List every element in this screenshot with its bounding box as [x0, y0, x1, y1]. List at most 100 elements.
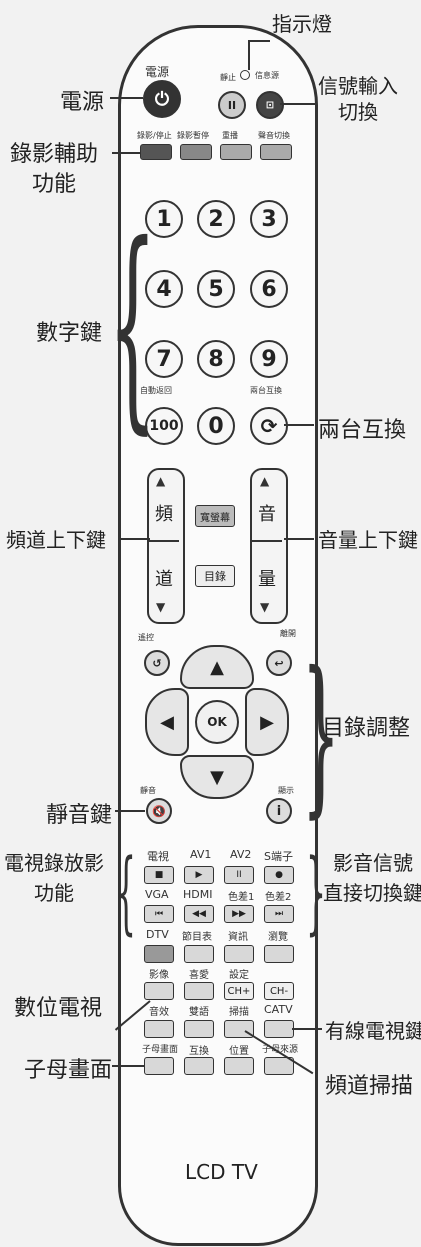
audio-switch-button[interactable] [260, 144, 292, 160]
picture-button[interactable] [144, 982, 174, 1000]
epg-button[interactable] [184, 945, 214, 963]
num-7-button[interactable]: 7 [145, 340, 183, 378]
sound-effect-label: 音效 [149, 1007, 169, 1018]
catv-label: CATV [264, 1003, 293, 1016]
volume-char-2: 量 [258, 569, 276, 590]
callout-volume-updown: 音量上下鍵 [318, 528, 418, 552]
setup-label: 設定 [229, 970, 249, 981]
volume-rocker[interactable] [250, 468, 288, 624]
back-button[interactable]: ↺ [144, 650, 170, 676]
dpad-right-button[interactable]: ▶ [245, 688, 289, 756]
next-track-button[interactable]: ⏭ [264, 905, 294, 923]
pip-source-button[interactable] [264, 1057, 294, 1075]
num-3-button[interactable]: 3 [250, 200, 288, 238]
av-label-av1: AV1 [190, 848, 212, 861]
bilingual-button[interactable] [184, 1020, 214, 1038]
pip-label: 子母畫面 [142, 1045, 179, 1055]
num-0-button[interactable]: 0 [197, 407, 235, 445]
num-5-button[interactable]: 5 [197, 270, 235, 308]
dpad-left-button[interactable]: ◀ [145, 688, 189, 756]
input-button[interactable]: ⊡ [256, 91, 284, 119]
volume-up-arrow: ▲ [260, 474, 270, 488]
rec-stop-button[interactable] [140, 144, 172, 160]
av-label-hdmi: HDMI [183, 888, 213, 901]
fast-forward-button[interactable]: ▶▶ [224, 905, 254, 923]
channel-char-1: 頻 [155, 504, 173, 525]
catv-button[interactable] [264, 1020, 294, 1038]
menu-brace: } [302, 636, 340, 834]
callout-digital-tv: 數位電視 [14, 996, 103, 1021]
pause-play-button[interactable]: II [224, 866, 254, 884]
info2-button[interactable] [224, 945, 254, 963]
tv-record-brace: { [116, 840, 137, 945]
num-2-button[interactable]: 2 [197, 200, 235, 238]
position-button[interactable] [224, 1057, 254, 1075]
callout-input: 信號輸入 切換 [318, 74, 398, 124]
num-6-button[interactable]: 6 [250, 270, 288, 308]
stop-button[interactable]: ■ [144, 866, 174, 884]
callout-catv: 有線電視鍵 [325, 1019, 421, 1043]
callout-numeric: 數字鍵 [36, 321, 103, 346]
ch-minus-button[interactable]: CH- [264, 982, 294, 1000]
display-button[interactable]: i [266, 798, 292, 824]
rec-label-2: 錄影暫停 [177, 131, 209, 140]
channel-rocker[interactable] [147, 468, 185, 624]
replay-button[interactable] [220, 144, 252, 160]
ok-label: OK [207, 715, 227, 729]
exit-button[interactable]: ↩ [266, 650, 292, 676]
dtv-button[interactable] [144, 945, 174, 963]
pause-button[interactable]: II [218, 91, 246, 119]
callout-indicator: 指示燈 [272, 12, 332, 36]
play-button[interactable]: ▶ [184, 866, 214, 884]
info-label: 信息源 [255, 71, 279, 80]
menu-button[interactable]: 目錄 [195, 565, 235, 587]
back-label: 遙控 [138, 633, 154, 642]
callout-tv-record: 電視錄放影 功能 [4, 851, 104, 905]
callout-channel-updown: 頻道上下鍵 [6, 528, 106, 552]
power-button[interactable]: ⏻ [143, 80, 181, 118]
callout-mute: 靜音鍵 [46, 803, 113, 828]
display-label: 顯示 [278, 786, 294, 795]
channel-char-2: 道 [155, 569, 173, 590]
ok-button[interactable]: OK [195, 700, 239, 744]
indicator-light [240, 70, 250, 80]
swap2-button[interactable] [184, 1057, 214, 1075]
channel-up-arrow: ▲ [156, 474, 166, 488]
record-button[interactable]: ● [264, 866, 294, 884]
num-100-button[interactable]: 100 [145, 407, 183, 445]
wide-screen-button[interactable]: 寬螢幕 [195, 505, 235, 527]
info2-label: 資訊 [228, 932, 248, 943]
prev-track-button[interactable]: ⏮ [144, 905, 174, 923]
num-1-button[interactable]: 1 [145, 200, 183, 238]
rec-pause-button[interactable] [180, 144, 212, 160]
scan-button[interactable] [224, 1020, 254, 1038]
callout-power: 電源 [60, 90, 105, 115]
pip-button[interactable] [144, 1057, 174, 1075]
av-direct-brace: } [306, 840, 327, 945]
num-8-button[interactable]: 8 [197, 340, 235, 378]
av-label-ypbpr2: 色差2 [265, 892, 292, 903]
callout-swap: 兩台互換 [318, 418, 407, 443]
pause-label: 靜止 [220, 73, 236, 82]
auto-return-label: 自動返回 [140, 386, 172, 395]
num-9-button[interactable]: 9 [250, 340, 288, 378]
rewind-button[interactable]: ◀◀ [184, 905, 214, 923]
rec-label-1: 錄影/停止 [137, 131, 172, 140]
ch-plus-button[interactable]: CH+ [224, 982, 254, 1000]
swap-label: 兩台互換 [250, 386, 282, 395]
favorite-button[interactable] [184, 982, 214, 1000]
num-4-button[interactable]: 4 [145, 270, 183, 308]
av-label-s: S端子 [264, 850, 293, 863]
mute-button[interactable]: 🔇 [146, 798, 172, 824]
browse-button[interactable] [264, 945, 294, 963]
power-label: 電源 [145, 65, 170, 79]
swap-button[interactable]: ⟳ [250, 407, 288, 445]
volume-char-1: 音 [258, 504, 276, 525]
numeric-brace: { [108, 197, 157, 453]
swap2-label: 互換 [189, 1046, 209, 1057]
av-label-tv: 電視 [147, 850, 169, 863]
sound-effect-button[interactable] [144, 1020, 174, 1038]
exit-label: 離開 [280, 629, 296, 638]
callout-menu-adjust: 目錄調整 [322, 716, 411, 741]
callout-av-direct: 影音信號 直接切換鍵 [323, 851, 421, 905]
